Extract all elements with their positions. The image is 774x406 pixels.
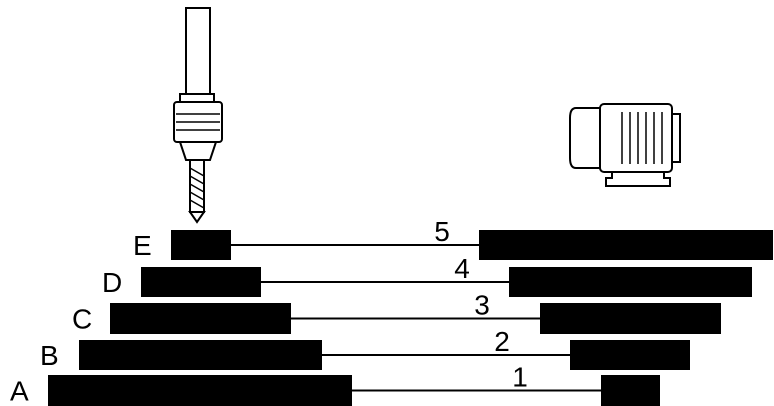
row-letter: A (10, 376, 29, 406)
row-letter: B (40, 340, 59, 371)
row-number: 3 (474, 290, 490, 321)
left-bar (48, 375, 352, 406)
row-number: 1 (512, 362, 528, 393)
row-number: 4 (454, 253, 470, 284)
right-bar (479, 230, 773, 260)
right-bar (540, 303, 721, 334)
right-bar (570, 340, 690, 370)
row-number: 5 (434, 216, 450, 247)
right-bar (601, 375, 660, 406)
left-bar (79, 340, 322, 370)
left-bar (141, 267, 261, 297)
row-letter: D (102, 267, 122, 298)
motor-icon (569, 103, 681, 187)
row-letter: C (72, 304, 92, 335)
row-letter: E (133, 230, 152, 261)
left-bar (110, 303, 291, 334)
left-bar (171, 230, 231, 260)
row-number: 2 (494, 326, 510, 357)
drill-icon (173, 7, 223, 224)
right-bar (509, 267, 752, 297)
